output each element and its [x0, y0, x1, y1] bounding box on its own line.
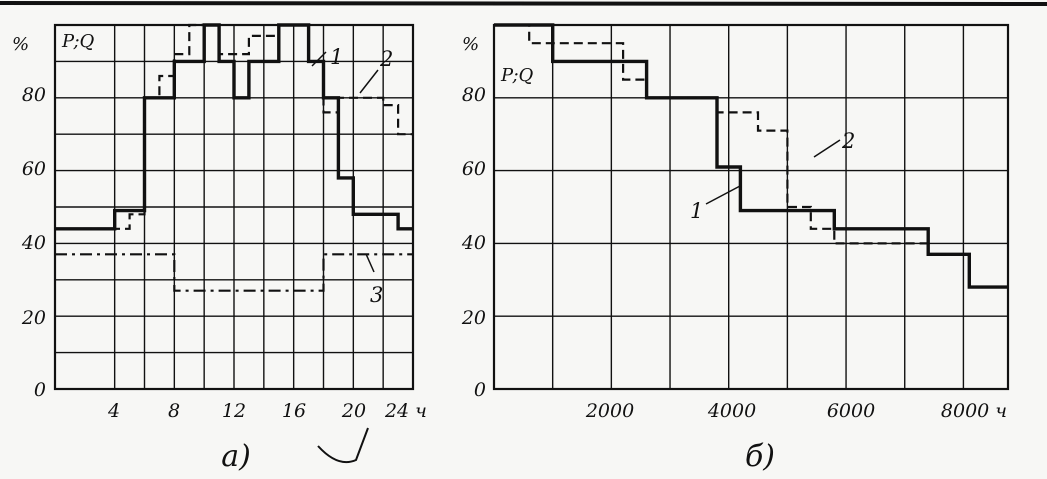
- chart-a-series-group: [55, 23, 413, 292]
- chart-b-leader-2: [813, 139, 841, 158]
- chart-a-leader-2: [359, 69, 379, 94]
- chart-b-y-tick: 20: [461, 307, 486, 329]
- chart-a-y-tick: 40: [21, 232, 46, 254]
- chart-a-leader-1: [311, 51, 327, 67]
- chart-b-legend-text: P;Q: [500, 65, 534, 86]
- scan-edge-line: [0, 1, 1047, 6]
- chart-b-x-tick: 8000 ч: [941, 400, 1007, 422]
- chart-b-y-tick: 60: [462, 158, 486, 180]
- chart-a-frame: [53, 23, 415, 391]
- chart-b-y-tick: 40: [461, 232, 486, 254]
- chart-a-y-tick: 20: [21, 307, 46, 329]
- chart-b-x-tick: 6000: [827, 400, 875, 422]
- chart-a-leader-3: [365, 253, 375, 273]
- chart-a-legend-text: P;Q: [61, 31, 95, 52]
- chart-b-x-tick: 4000: [707, 400, 756, 422]
- chart-a-y-tick: 80: [22, 84, 46, 106]
- chart-b-y-tick: 80: [462, 84, 486, 106]
- chart-a-y-tick: 0: [34, 379, 46, 401]
- chart-b-series-label: 2: [841, 129, 855, 153]
- chart-b-caption: б): [745, 439, 775, 474]
- chart-a-y-unit: %: [12, 34, 29, 55]
- check-mark-scribble: [317, 427, 369, 464]
- chart-b-leader-1: [705, 185, 741, 205]
- chart-b-y-unit: %: [462, 34, 479, 55]
- chart-b-frame: [492, 23, 1010, 391]
- chart-a-x-tick: 24 ч: [384, 400, 427, 422]
- chart-a-x-tick: 8: [168, 400, 180, 422]
- chart-a-x-tick: 4: [107, 400, 120, 422]
- chart-a-y-tick: 60: [22, 158, 46, 180]
- chart-a-series-label: 2: [379, 47, 393, 71]
- chart-a-series-2-line: [55, 23, 413, 230]
- chart-a-x-tick: 12: [222, 400, 246, 422]
- chart-b: % P;Q 0 20 40 60 80 2000 4000 6000 8000 …: [461, 23, 1010, 474]
- chart-b-grid: [494, 25, 1008, 389]
- chart-a-x-tick: 16: [282, 400, 306, 422]
- chart-a-x-tick: 20: [341, 400, 366, 422]
- chart-b-x-tick: 2000: [585, 400, 634, 422]
- chart-a-series-label: 3: [370, 283, 383, 307]
- chart-b-series-2-line: [494, 23, 1008, 289]
- chart-b-series-group: [494, 23, 1008, 289]
- chart-a: % P;Q 0 20 40 60 80 4 8 12 16 20 24 ч а)…: [12, 23, 427, 474]
- chart-a-caption: а): [221, 439, 251, 474]
- chart-b-series-label: 1: [690, 199, 703, 223]
- chart-a-series-1-line: [55, 23, 413, 231]
- chart-b-y-tick: 0: [474, 379, 486, 401]
- chart-b-series-1-line: [494, 23, 1008, 289]
- chart-a-series-label: 1: [330, 45, 343, 69]
- chart-a-series-3-line: [55, 253, 413, 292]
